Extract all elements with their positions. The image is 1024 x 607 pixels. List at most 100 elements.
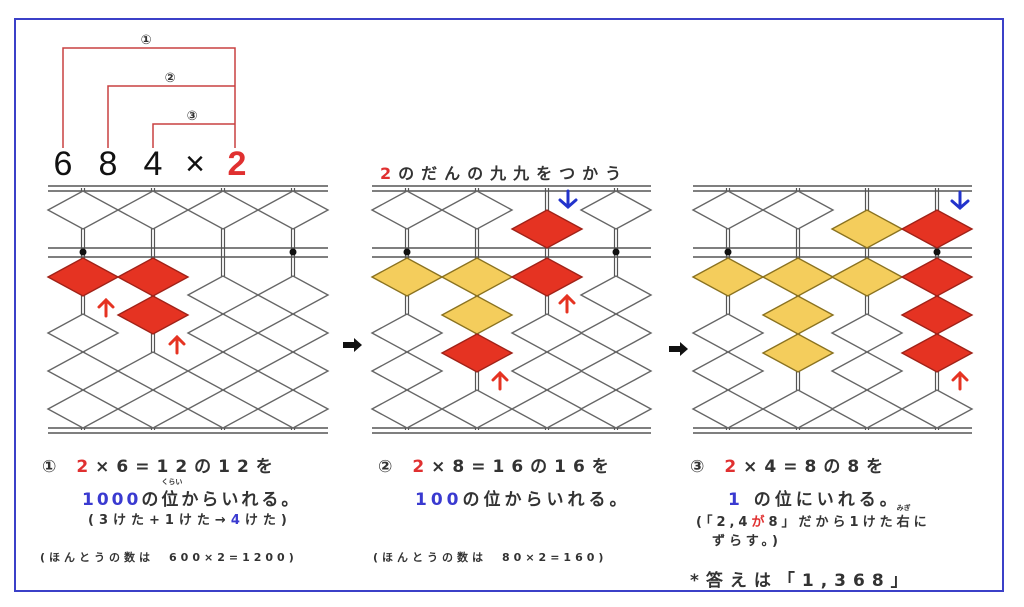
bead bbox=[579, 190, 653, 230]
bead bbox=[186, 190, 260, 230]
up-arrow-icon bbox=[168, 334, 186, 355]
bead bbox=[186, 275, 260, 315]
bead bbox=[440, 190, 514, 230]
bead bbox=[440, 389, 514, 429]
bead bbox=[510, 313, 584, 353]
bead bbox=[691, 313, 765, 353]
yellow-bead bbox=[440, 295, 514, 335]
unit-dot bbox=[403, 248, 411, 256]
abacus-2 bbox=[370, 185, 653, 434]
up-arrow-icon bbox=[951, 370, 969, 391]
unit-dot bbox=[79, 248, 87, 256]
unit-dot bbox=[724, 248, 732, 256]
bead bbox=[579, 313, 653, 353]
bracket-3 bbox=[152, 123, 235, 148]
bracket-label-1: ① bbox=[140, 33, 151, 48]
step3-equation: ③ 2×4=8の8を bbox=[690, 457, 891, 477]
bead bbox=[761, 190, 835, 230]
yellow-bead bbox=[761, 295, 835, 335]
bead bbox=[691, 389, 765, 429]
red-bead bbox=[440, 333, 514, 373]
digit-hundreds: 6 bbox=[54, 145, 73, 183]
bead bbox=[900, 389, 974, 429]
bracket-label-3: ③ bbox=[186, 109, 197, 124]
abacus-3 bbox=[691, 185, 974, 434]
step1-equation: ① 2×6=12の12を bbox=[42, 457, 280, 477]
abaci bbox=[46, 185, 974, 434]
unit-dot bbox=[289, 248, 297, 256]
yellow-bead bbox=[830, 209, 904, 249]
bead bbox=[370, 351, 444, 391]
step3-place: 1 の位にいれる。 bbox=[728, 490, 901, 510]
bead bbox=[256, 313, 330, 353]
bracket-label-2: ② bbox=[164, 71, 175, 86]
bead bbox=[256, 351, 330, 391]
red-bead bbox=[116, 295, 190, 335]
step3-shift-note-cont: ずらす。) bbox=[712, 534, 782, 549]
step2-real-value: (ほんとうの数は 80×2=160) bbox=[373, 551, 608, 564]
down-arrow-icon bbox=[558, 189, 578, 209]
yellow-bead bbox=[761, 257, 835, 297]
yellow-bead bbox=[370, 257, 444, 297]
bead bbox=[830, 351, 904, 391]
bead bbox=[830, 389, 904, 429]
red-bead bbox=[46, 257, 120, 297]
abacus-1 bbox=[46, 185, 330, 434]
red-bead bbox=[900, 209, 974, 249]
up-arrow-icon bbox=[558, 293, 576, 314]
bead bbox=[579, 275, 653, 315]
red-bead bbox=[510, 209, 584, 249]
bead bbox=[186, 313, 260, 353]
red-bead bbox=[900, 333, 974, 373]
unit-dot bbox=[612, 248, 620, 256]
step3-shift-note: (「2,4が8」だから1けたみぎ右に bbox=[696, 504, 931, 530]
bead bbox=[186, 351, 260, 391]
up-arrow-icon bbox=[491, 370, 509, 391]
bead bbox=[691, 190, 765, 230]
bead bbox=[370, 313, 444, 353]
bead bbox=[256, 275, 330, 315]
bead bbox=[510, 389, 584, 429]
kuku-title: 2のだんの九九をつかう bbox=[380, 164, 629, 183]
down-arrow-icon bbox=[950, 190, 970, 210]
bead bbox=[830, 313, 904, 353]
multiplier: 2 bbox=[228, 145, 247, 183]
unit-dot bbox=[933, 248, 941, 256]
red-bead bbox=[510, 257, 584, 297]
digit-ones: 4 bbox=[144, 145, 163, 183]
yellow-bead bbox=[761, 333, 835, 373]
bead bbox=[46, 313, 120, 353]
outer-border bbox=[14, 18, 1004, 592]
up-arrow-icon bbox=[97, 297, 115, 318]
bead bbox=[510, 351, 584, 391]
yellow-bead bbox=[830, 257, 904, 297]
digit-tens: 8 bbox=[99, 145, 118, 183]
bead bbox=[579, 389, 653, 429]
yellow-bead bbox=[691, 257, 765, 297]
bead bbox=[761, 389, 835, 429]
yellow-bead bbox=[440, 257, 514, 297]
red-bead bbox=[900, 295, 974, 335]
bead bbox=[116, 190, 190, 230]
right-arrow-icon bbox=[669, 342, 688, 356]
final-answer: *答えは「1,368」 bbox=[690, 571, 915, 591]
bead bbox=[256, 389, 330, 429]
step2-place: 100の位からいれる。 bbox=[415, 490, 631, 510]
bead bbox=[46, 351, 120, 391]
right-arrow-icon bbox=[343, 338, 362, 352]
bead bbox=[116, 351, 190, 391]
bracket-1 bbox=[62, 47, 236, 148]
step2-equation: ② 2×8=16の16を bbox=[378, 457, 616, 477]
step1-place: 1000のくらい位からいれる。 bbox=[82, 478, 302, 510]
bead bbox=[46, 190, 120, 230]
bracket-2 bbox=[107, 85, 235, 148]
bead bbox=[691, 351, 765, 391]
bead bbox=[256, 190, 330, 230]
times-sign: × bbox=[185, 145, 205, 183]
step1-real-value: (ほんとうの数は 600×2=1200) bbox=[40, 551, 298, 564]
step-brackets bbox=[62, 47, 236, 148]
bead bbox=[579, 351, 653, 391]
arrows bbox=[97, 189, 970, 391]
bead bbox=[186, 389, 260, 429]
